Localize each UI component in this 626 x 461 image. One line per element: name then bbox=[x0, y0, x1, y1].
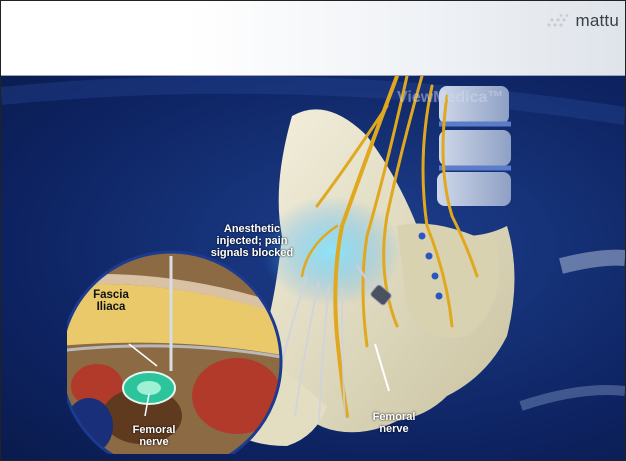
label-femoral-inset: Femoral nerve bbox=[119, 424, 189, 448]
callout-anesthetic: Anesthetic injected; pain signals blocke… bbox=[197, 223, 307, 259]
watermark-text: ViewMedica™ bbox=[397, 89, 503, 106]
logo-text: mattu bbox=[575, 11, 619, 31]
label-fascia-iliaca: Fascia Iliaca bbox=[81, 289, 141, 313]
slide-header: mattu bbox=[1, 1, 625, 76]
brand-logo: mattu bbox=[545, 11, 619, 31]
slide-stage: ViewMedica™ Anesthetic injecte bbox=[1, 76, 625, 460]
anatomy-illustration: ViewMedica™ bbox=[67, 76, 522, 454]
label-femoral-main: Femoral nerve bbox=[359, 411, 429, 435]
dots-logo-icon bbox=[545, 13, 571, 29]
